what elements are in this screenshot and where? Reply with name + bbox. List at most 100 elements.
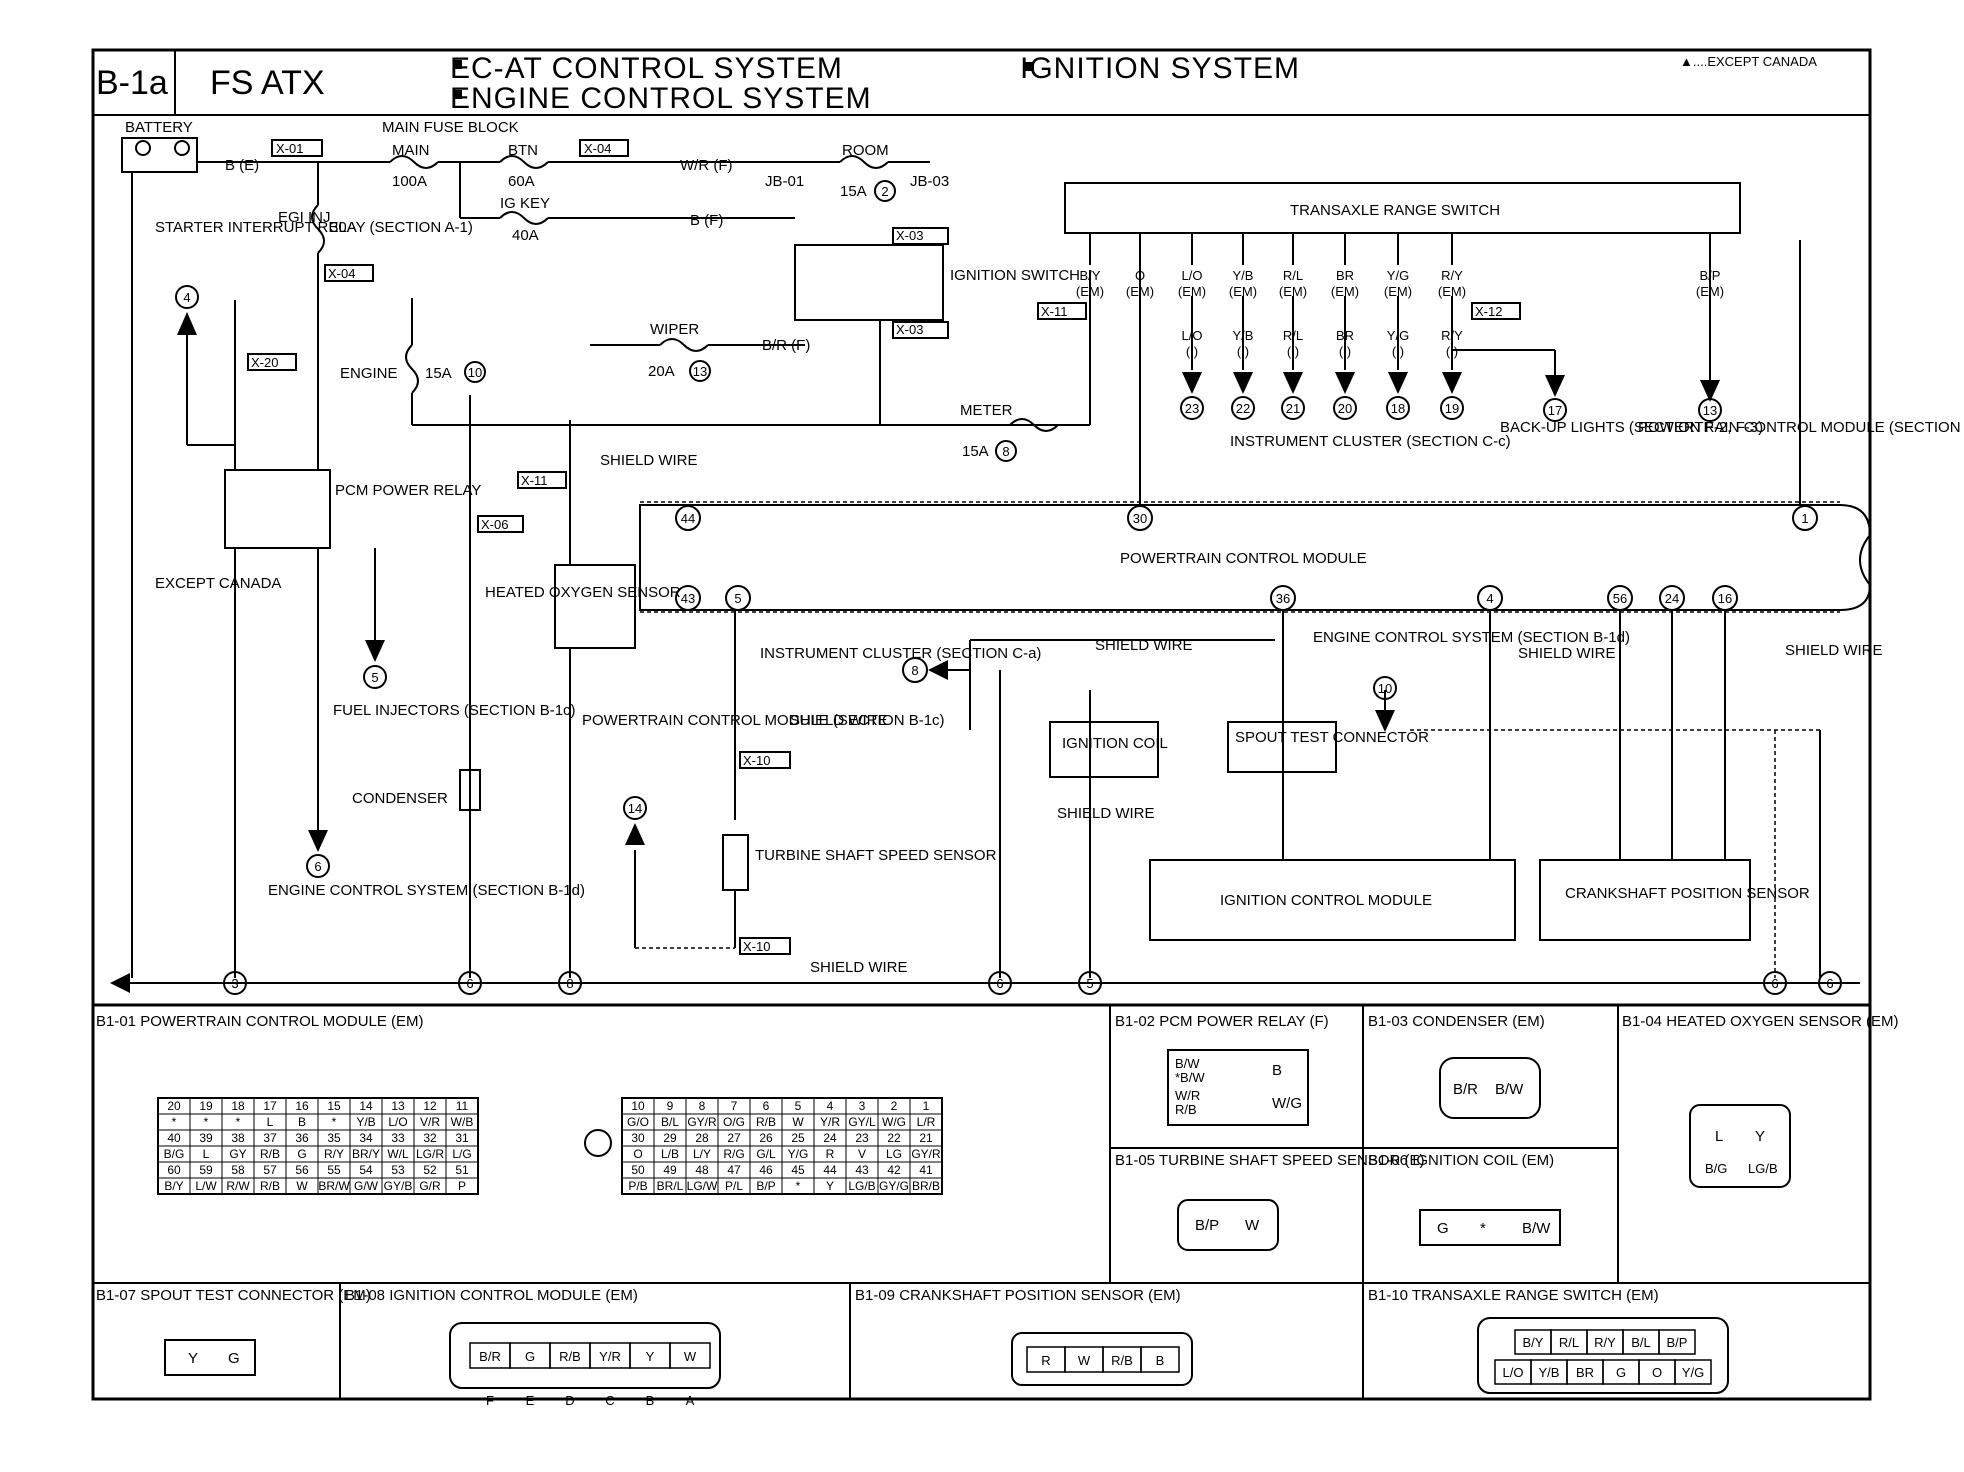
b109-pin: B	[1156, 1353, 1165, 1368]
svg-text:24: 24	[1665, 591, 1679, 606]
b107-connector	[164, 1339, 256, 1376]
fuse-btn	[499, 155, 549, 169]
svg-text:B/W: B/W	[1522, 1220, 1551, 1237]
b101-pin: G/W	[354, 1179, 379, 1193]
powertrain-control-module	[639, 504, 1872, 611]
svg-text:X-11: X-11	[1041, 304, 1068, 319]
fuse-egi-inj	[311, 204, 325, 254]
b101-pin: 14	[359, 1099, 373, 1113]
b101-pin: 15	[327, 1099, 341, 1113]
b101-pin: B/Y	[164, 1179, 183, 1193]
pcm-power-relay	[224, 469, 331, 549]
svg-text:8: 8	[911, 663, 918, 678]
b101-pin: L	[267, 1115, 274, 1129]
b101-pin: GY/B	[384, 1179, 413, 1193]
svg-text:B1-06 IGNITION COIL (EM): B1-06 IGNITION COIL (EM)	[1368, 1152, 1554, 1169]
b101-pin: 23	[855, 1131, 869, 1145]
svg-text:15A: 15A	[840, 183, 867, 200]
tr-pin-harness: (EM)	[1178, 284, 1206, 299]
svg-text:X-03: X-03	[896, 228, 923, 243]
b101-pin: Y/G	[788, 1147, 809, 1161]
tr-pin-label: R/Y	[1441, 268, 1463, 283]
svg-text:8: 8	[566, 976, 573, 991]
b101-pin: 60	[167, 1163, 181, 1177]
tr-bottom-harness: (I)	[1186, 344, 1198, 359]
b101-pin: 32	[423, 1131, 437, 1145]
svg-text:8: 8	[1002, 444, 1009, 459]
condenser-symbol	[459, 769, 481, 811]
b110-pin-bottom: Y/G	[1682, 1365, 1704, 1380]
svg-text:SHIELD WIRE: SHIELD WIRE	[1057, 805, 1155, 822]
b101-pin: B/G	[164, 1147, 185, 1161]
b101-pin: L/B	[661, 1147, 679, 1161]
svg-text:PCM POWER RELAY: PCM POWER RELAY	[335, 482, 481, 499]
b110-pin-bottom: Y/B	[1539, 1365, 1560, 1380]
b101-pin: W/B	[451, 1115, 474, 1129]
b110-connector	[1477, 1317, 1729, 1394]
svg-text:X-20: X-20	[251, 355, 278, 370]
svg-text:MAIN: MAIN	[392, 142, 430, 159]
cluster-pin	[1440, 396, 1464, 420]
b101-pin: 22	[887, 1131, 901, 1145]
b101-pin: R/W	[226, 1179, 250, 1193]
ignition-coil	[1049, 721, 1159, 778]
b101-pin: 53	[391, 1163, 405, 1177]
tr-bottom-label: Y/B	[1233, 328, 1254, 343]
b108-pin: B/R	[479, 1349, 501, 1364]
cluster-pin-num: 20	[1338, 401, 1352, 416]
tr-bottom-harness: (I)	[1287, 344, 1299, 359]
b101-pin: P	[458, 1179, 466, 1193]
cluster-pin	[1231, 396, 1255, 420]
b101-pin: 51	[455, 1163, 469, 1177]
heated-oxygen-sensor	[554, 564, 636, 649]
b101-pin: 44	[823, 1163, 837, 1177]
fuse-wiper	[659, 338, 709, 352]
page-id: B-1a	[96, 64, 168, 102]
svg-text:SHIELD WIRE: SHIELD WIRE	[1785, 642, 1883, 659]
svg-text:G: G	[228, 1350, 240, 1367]
cluster-pin	[1386, 396, 1410, 420]
svg-text:6: 6	[1771, 976, 1778, 991]
b108-connector	[449, 1322, 721, 1389]
svg-text:INSTRUMENT CLUSTER (SECTION C-: INSTRUMENT CLUSTER (SECTION C-c)	[1230, 433, 1511, 450]
svg-text:ENGINE: ENGINE	[340, 365, 398, 382]
tr-arrow	[1182, 372, 1202, 394]
tr-bottom-harness: (I)	[1339, 344, 1351, 359]
b101-pin: 33	[391, 1131, 405, 1145]
fuse-main	[389, 155, 439, 169]
tr-arrow	[1283, 372, 1303, 394]
svg-text:JB-01: JB-01	[765, 173, 804, 190]
b108-letter: A	[686, 1393, 695, 1408]
b101-pin: W	[792, 1115, 804, 1129]
svg-text:W/G: W/G	[1272, 1095, 1302, 1112]
b101-pin: R/G	[723, 1147, 744, 1161]
b110-pin-bottom: L/O	[1503, 1365, 1524, 1380]
svg-text:SHIELD WIRE: SHIELD WIRE	[810, 959, 908, 976]
svg-text:R/B: R/B	[1175, 1102, 1197, 1117]
b110-pin-top: B/L	[1631, 1335, 1651, 1350]
svg-text:B/W: B/W	[1175, 1056, 1200, 1071]
tr-pin-harness: (EM)	[1076, 284, 1104, 299]
b110-pin-bottom: G	[1616, 1365, 1626, 1380]
svg-text:POWERTRAIN CONTROL MODULE (SEC: POWERTRAIN CONTROL MODULE (SECTION B-1c)	[1638, 419, 1964, 436]
svg-text:B1-10 TRANSAXLE RANGE SWITCH (: B1-10 TRANSAXLE RANGE SWITCH (EM)	[1368, 1287, 1659, 1304]
b110-pin-bottom: O	[1652, 1365, 1662, 1380]
title-ecat: EC-AT CONTROL SYSTEM	[450, 52, 843, 85]
b101-pin: *	[332, 1115, 337, 1129]
b108-pin: R/B	[559, 1349, 581, 1364]
svg-text:FUEL INJECTORS (SECTION B-1c): FUEL INJECTORS (SECTION B-1c)	[333, 702, 576, 719]
svg-text:5: 5	[734, 591, 741, 606]
tr-arrow	[1388, 372, 1408, 394]
b101-pin: 54	[359, 1163, 373, 1177]
svg-text:L: L	[1715, 1128, 1723, 1145]
svg-text:100A: 100A	[392, 173, 427, 190]
tr-pin-harness: (EM)	[1331, 284, 1359, 299]
ignition-control-module	[1149, 859, 1516, 941]
b101-pin: G/R	[419, 1179, 441, 1193]
b101-pin: 10	[631, 1099, 645, 1113]
b101-pin: 38	[231, 1131, 245, 1145]
svg-text:2: 2	[881, 184, 888, 199]
svg-text:TURBINE SHAFT SPEED SENSOR: TURBINE SHAFT SPEED SENSOR	[755, 847, 997, 864]
svg-text:15A: 15A	[962, 443, 989, 460]
